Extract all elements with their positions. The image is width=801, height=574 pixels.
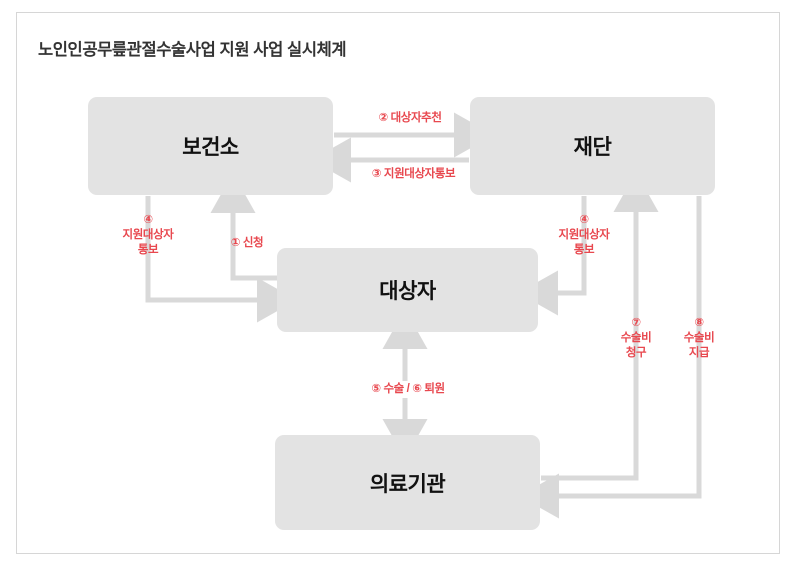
arrow-step1	[210, 173, 277, 281]
node-health-center: 보건소	[88, 97, 333, 195]
arrow-label-step4-right: ④ 지원대상자 통보	[558, 214, 610, 256]
arrow-label-step7: ⑦ 수술비 청구	[620, 317, 652, 359]
node-medical-institution-label: 의료기관	[369, 472, 446, 496]
arrow-label-step3: ③ 지원대상자통보	[371, 168, 456, 180]
node-foundation-label: 재단	[573, 136, 612, 159]
node-target-person: 대상자	[277, 248, 538, 332]
node-health-center-label: 보건소	[182, 136, 239, 159]
node-medical-institution: 의료기관	[275, 435, 540, 530]
arrow-label-step2: ② 대상자추천	[378, 112, 442, 124]
arrow-label-step4-left: ④ 지원대상자 통보	[122, 214, 174, 256]
arrow-label-step5-6: ⑤ 수술 / ⑥ 퇴원	[331, 381, 485, 398]
node-foundation: 재단	[470, 97, 715, 195]
arrow-step4-left	[145, 196, 297, 323]
page-title: 노인인공무릎관절수술사업 지원 사업 실시체계	[38, 41, 347, 59]
arrow-step8	[519, 196, 702, 519]
arrow-label-step1: ① 신청	[230, 237, 264, 249]
arrow-step4-right	[518, 196, 587, 316]
node-target-person-label: 대상자	[379, 280, 436, 303]
arrow-step7	[541, 172, 659, 481]
arrow-label-step8: ⑧ 수술비 지급	[683, 317, 715, 359]
